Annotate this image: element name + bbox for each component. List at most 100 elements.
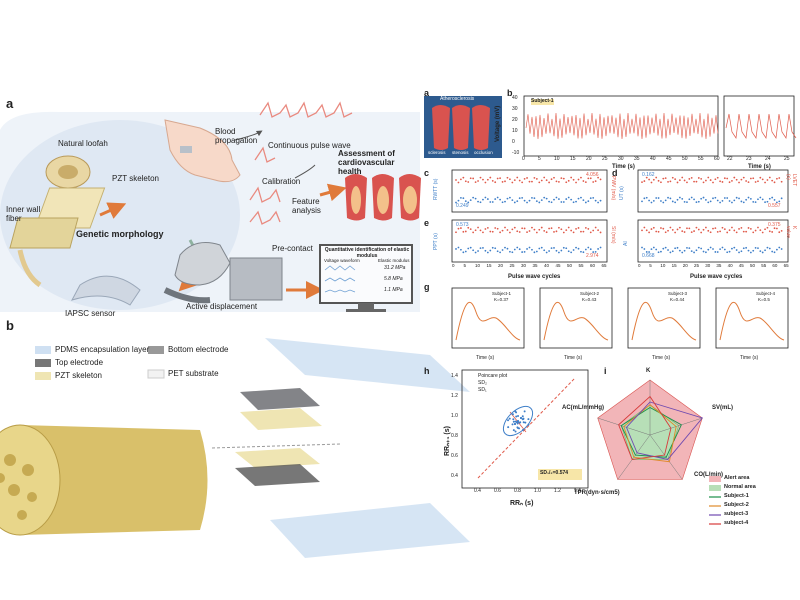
i-legend-s1: Subject-1 — [724, 493, 749, 499]
right-e-label: e — [424, 218, 430, 228]
point-blue — [768, 247, 771, 250]
i-legend-s3: subject-3 — [724, 511, 749, 517]
point-red — [518, 231, 521, 233]
point-blue — [486, 198, 489, 200]
point-red — [597, 229, 599, 232]
f-v2: 0.375 — [768, 222, 781, 228]
h-legend-sd1: SD₁ — [478, 387, 487, 393]
point-blue — [669, 251, 672, 254]
point-red — [695, 180, 698, 183]
h-point — [523, 410, 526, 413]
radar-axis-k: K — [646, 368, 651, 374]
point-blue — [567, 196, 570, 199]
g-subject-k: K=0.44 — [670, 297, 685, 302]
point-blue — [565, 247, 568, 250]
point-red — [572, 178, 575, 181]
point-red — [496, 227, 499, 230]
h-point — [507, 419, 510, 422]
b-xtick: 45 — [666, 156, 672, 162]
point-blue — [674, 201, 677, 204]
point-red — [764, 228, 766, 231]
robot-hand-image — [163, 242, 283, 304]
monitor-col2: Elastic modulus — [378, 258, 410, 263]
point-blue — [693, 251, 695, 254]
radar-subject-line — [625, 401, 704, 460]
point-red — [499, 177, 501, 180]
point-blue — [592, 196, 595, 199]
point-blue — [457, 199, 460, 202]
blood-propagation-label: Blood propagation — [215, 127, 258, 145]
point-red — [690, 231, 693, 234]
point-blue — [641, 200, 643, 203]
h-xtick: 0.8 — [514, 488, 521, 494]
point-blue — [719, 248, 721, 251]
feature-analysis-label: Feature analysis — [292, 197, 321, 215]
point-red — [754, 181, 757, 183]
point-blue — [570, 198, 573, 201]
point-blue — [648, 199, 650, 202]
point-red — [771, 231, 774, 233]
cycle-tick: 50 — [750, 263, 756, 268]
point-red — [545, 179, 548, 182]
point-red — [707, 176, 710, 179]
legend-swatch-normal — [709, 485, 721, 491]
point-blue — [759, 250, 762, 253]
point-blue — [545, 197, 548, 200]
h-point — [512, 429, 515, 432]
point-blue — [773, 199, 776, 201]
point-red — [700, 177, 703, 180]
point-blue — [749, 251, 752, 254]
cycle-tick: 25 — [509, 263, 515, 268]
point-blue — [562, 246, 565, 249]
h-sd-label: SD₁/₂=0.574 — [540, 470, 569, 476]
b-ytick: 0 — [512, 139, 515, 145]
point-red — [555, 180, 558, 183]
point-red — [560, 177, 563, 180]
point-red — [738, 228, 740, 230]
point-red — [543, 176, 546, 179]
point-red — [667, 180, 669, 183]
g-subject-name: Subject-4 — [756, 291, 776, 296]
point-blue — [511, 199, 514, 202]
cycle-tick: 20 — [682, 263, 688, 268]
point-blue — [686, 247, 688, 249]
point-blue — [587, 200, 590, 203]
point-blue — [688, 198, 691, 201]
point-red — [721, 226, 724, 229]
cycle-tick: 0 — [452, 263, 455, 268]
point-blue — [721, 246, 724, 249]
point-red — [683, 231, 686, 233]
point-red — [506, 229, 509, 231]
h-xlabel: RRₙ (s) — [510, 500, 534, 507]
point-red — [570, 176, 573, 179]
point-red — [688, 227, 691, 230]
point-blue — [754, 201, 757, 204]
sd-label-box — [538, 469, 582, 480]
point-red — [752, 231, 755, 234]
point-blue — [652, 246, 655, 249]
point-blue — [484, 249, 487, 252]
point-blue — [469, 199, 472, 202]
cycle-tick: 15 — [671, 263, 677, 268]
legend-swatch-bottom-electrode — [148, 346, 164, 354]
cycle-tick: 30 — [521, 263, 527, 268]
point-blue — [697, 246, 700, 249]
point-red — [587, 228, 590, 230]
point-red — [469, 228, 472, 231]
point-blue — [643, 248, 646, 250]
d-yl: UT (s) — [619, 186, 625, 200]
chart-b-frame — [523, 95, 719, 157]
b-ytick: 40 — [512, 95, 518, 101]
legend-bottom-electrode: Bottom electrode — [168, 345, 229, 354]
point-red — [594, 180, 597, 183]
point-blue — [501, 201, 504, 204]
point-red — [695, 226, 698, 229]
point-blue — [543, 249, 546, 252]
point-red — [467, 181, 470, 183]
e-yr: SI (m/s) — [610, 226, 616, 244]
point-red — [533, 228, 536, 231]
point-red — [754, 229, 757, 232]
point-blue — [735, 196, 738, 199]
f-yl: AI — [623, 241, 629, 246]
b-xtick: 0 — [522, 156, 525, 162]
